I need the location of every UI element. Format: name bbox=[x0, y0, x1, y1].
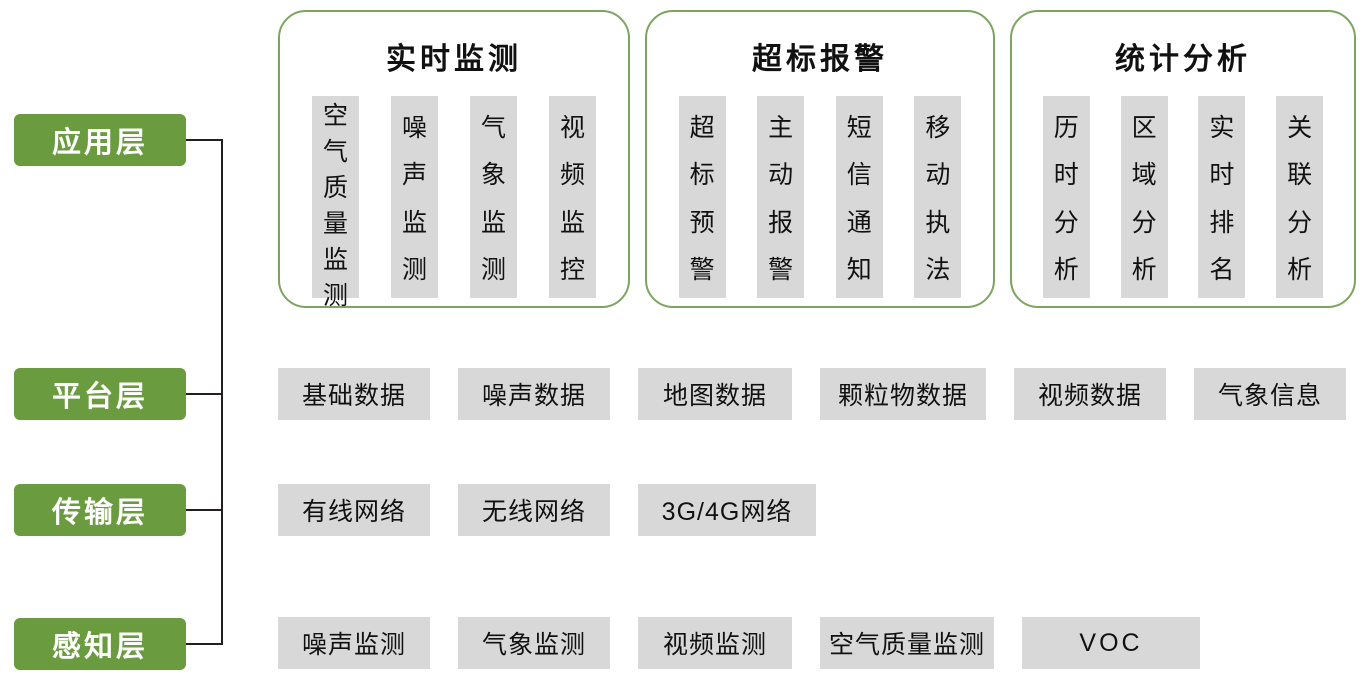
vertical-item-air-quality-monitoring: 空气质量监测 bbox=[312, 96, 359, 310]
layer-label-transmission: 传输层 bbox=[14, 484, 186, 536]
connector-platform-layer bbox=[186, 393, 222, 395]
group-items: 超标预警 主动报警 短信通知 移动执法 bbox=[647, 96, 993, 298]
group-title: 超标报警 bbox=[752, 43, 888, 76]
vertical-item-noise-monitoring: 噪声监测 bbox=[391, 96, 438, 298]
transmission-item-wired-network: 有线网络 bbox=[278, 484, 430, 536]
layer-label-platform: 平台层 bbox=[14, 368, 186, 420]
platform-item-video-data: 视频数据 bbox=[1014, 368, 1166, 420]
transmission-item-3g4g-network: 3G/4G网络 bbox=[638, 484, 816, 536]
vertical-item-correlation-analysis: 关联分析 bbox=[1276, 96, 1324, 298]
connector-application-layer bbox=[186, 139, 222, 141]
vertical-item-active-alarm: 主动报警 bbox=[757, 96, 805, 298]
perception-item-video-monitoring: 视频监测 bbox=[638, 617, 792, 669]
connector-transmission-layer bbox=[186, 509, 222, 511]
group-title: 实时监测 bbox=[386, 43, 522, 76]
perception-item-air-quality-monitoring: 空气质量监测 bbox=[820, 617, 994, 669]
connector-trunk-line bbox=[221, 139, 223, 645]
perception-item-noise-monitoring: 噪声监测 bbox=[278, 617, 430, 669]
platform-item-particulate-data: 颗粒物数据 bbox=[820, 368, 986, 420]
group-box-realtime-monitoring: 实时监测 空气质量监测 噪声监测 气象监测 视频监控 bbox=[278, 10, 630, 310]
layer-label-perception: 感知层 bbox=[14, 618, 186, 670]
vertical-item-mobile-enforcement: 移动执法 bbox=[914, 96, 962, 298]
perception-item-voc: VOC bbox=[1022, 617, 1200, 669]
vertical-item-realtime-ranking: 实时排名 bbox=[1198, 96, 1246, 298]
platform-item-basic-data: 基础数据 bbox=[278, 368, 430, 420]
vertical-item-regional-analysis: 区域分析 bbox=[1120, 96, 1168, 298]
group-items: 历时分析 区域分析 实时排名 关联分析 bbox=[1012, 96, 1354, 298]
vertical-item-exceedance-warning: 超标预警 bbox=[678, 96, 726, 298]
platform-item-weather-info: 气象信息 bbox=[1194, 368, 1346, 420]
group-box-statistical-analysis: 统计分析 历时分析 区域分析 实时排名 关联分析 bbox=[1010, 10, 1356, 308]
vertical-item-historical-analysis: 历时分析 bbox=[1042, 96, 1090, 298]
vertical-item-video-surveillance: 视频监控 bbox=[549, 96, 596, 298]
vertical-item-weather-monitoring: 气象监测 bbox=[470, 96, 517, 298]
group-title: 统计分析 bbox=[1115, 43, 1251, 76]
platform-item-noise-data: 噪声数据 bbox=[458, 368, 610, 420]
layer-label-application: 应用层 bbox=[14, 114, 186, 166]
transmission-item-wireless-network: 无线网络 bbox=[458, 484, 610, 536]
group-box-exceedance-alarm: 超标报警 超标预警 主动报警 短信通知 移动执法 bbox=[645, 10, 995, 308]
connector-perception-layer bbox=[186, 643, 222, 645]
group-items: 空气质量监测 噪声监测 气象监测 视频监控 bbox=[280, 96, 628, 310]
platform-item-map-data: 地图数据 bbox=[638, 368, 792, 420]
vertical-item-sms-notification: 短信通知 bbox=[835, 96, 883, 298]
perception-item-weather-monitoring: 气象监测 bbox=[458, 617, 610, 669]
